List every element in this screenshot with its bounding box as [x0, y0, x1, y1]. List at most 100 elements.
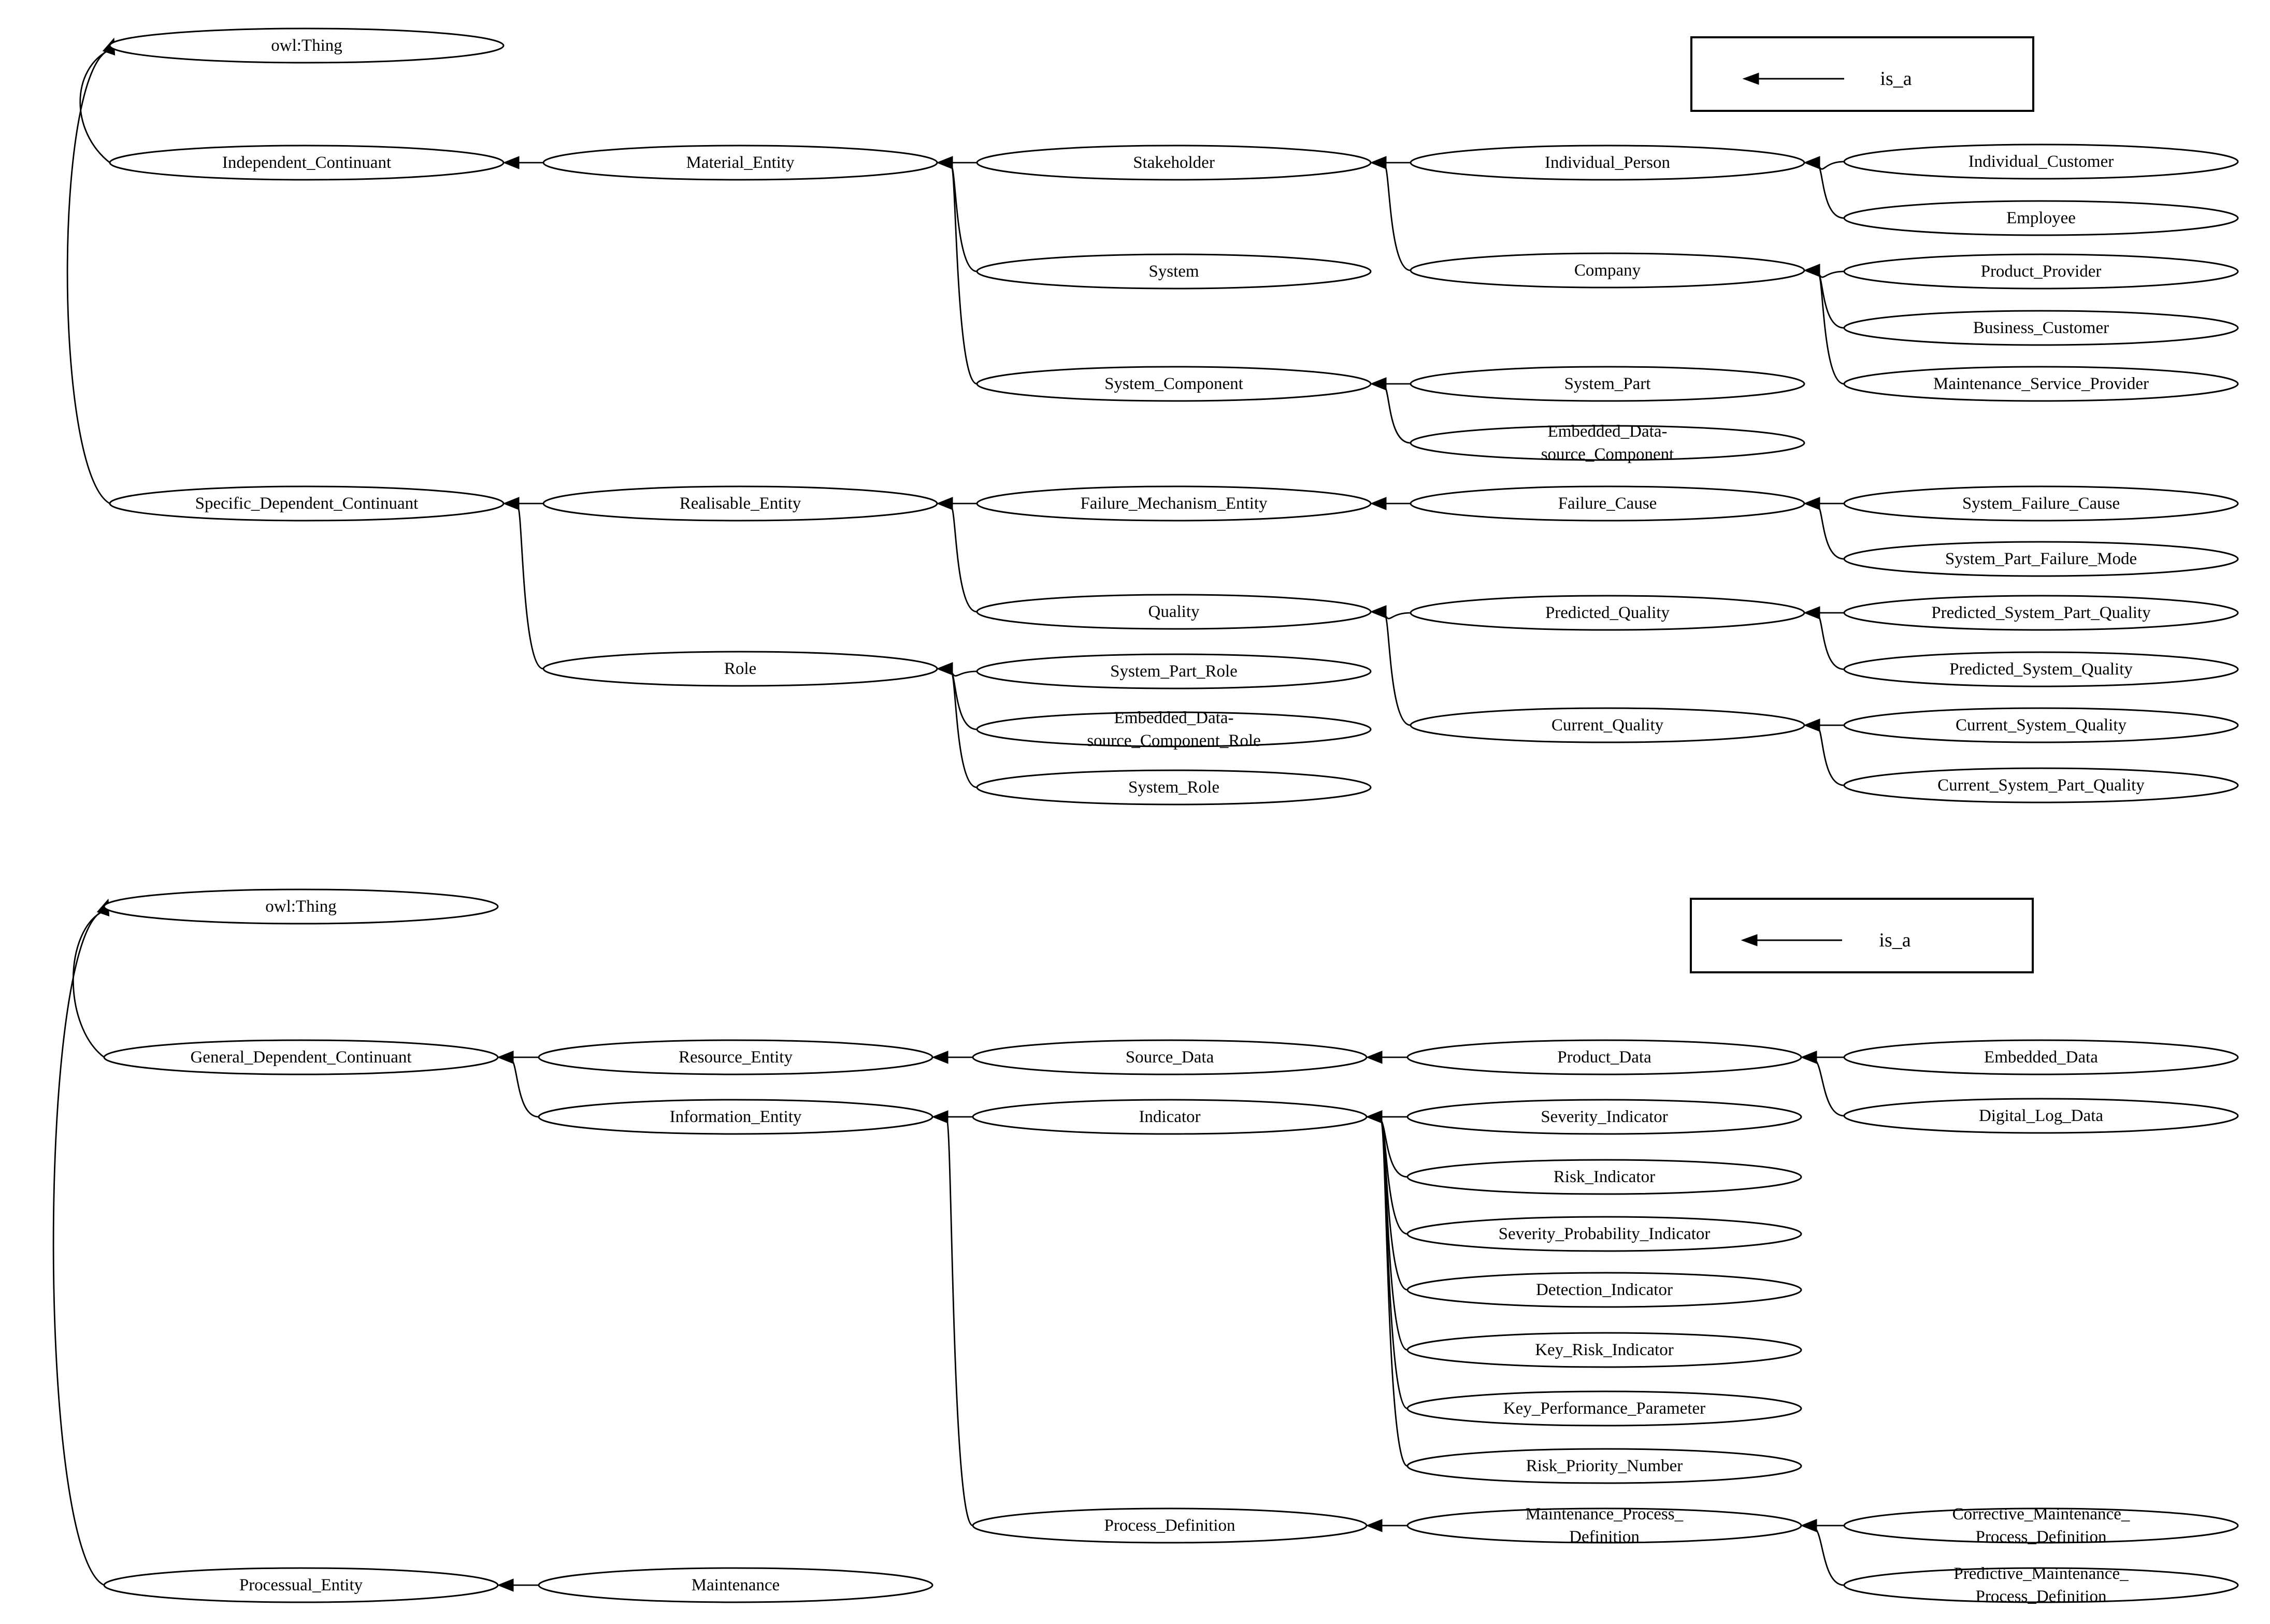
- edge-line: [1815, 1060, 1845, 1117]
- node-ellipse: [1843, 767, 2239, 803]
- edge-line: [1380, 1119, 1408, 1467]
- node-severity-indicator: Severity_Indicator: [1406, 1099, 1802, 1135]
- node-label: Employee: [2006, 209, 2076, 227]
- node-label: Current_Quality: [1551, 716, 1664, 735]
- node-maintenance-service-provider: Maintenance_Service_Provider: [1843, 366, 2239, 402]
- is-a-edge: [1366, 1519, 1407, 1532]
- edge-arrowhead: [497, 1051, 514, 1064]
- node-ellipse: [542, 651, 938, 687]
- node-ellipse: [1843, 1567, 2239, 1603]
- node-label: Risk_Priority_Number: [1526, 1457, 1683, 1475]
- is-a-edge: [1803, 156, 1845, 219]
- node-predicted-system-part-quality: Predicted_System_Part_Quality: [1843, 595, 2239, 631]
- node-predictive-maintenance-process-definition: Predictive_Maintenance_Process_Definitio…: [1843, 1564, 2239, 1606]
- node-ellipse: [103, 1567, 499, 1603]
- node-ellipse: [1410, 707, 1805, 743]
- edges-layer: [52, 37, 1845, 1592]
- node-label: Key_Performance_Parameter: [1503, 1399, 1705, 1418]
- node-ellipse: [976, 711, 1372, 748]
- edge-arrowhead: [931, 1051, 949, 1064]
- edge-line: [1818, 161, 1845, 170]
- node-general-dependent-continuant: General_Dependent_Continuant: [103, 1039, 499, 1075]
- node-label: Current_System_Part_Quality: [1937, 776, 2145, 795]
- edge-arrowhead: [1800, 1519, 1817, 1532]
- node-ellipse: [1843, 143, 2239, 180]
- node-label: Stakeholder: [1133, 153, 1215, 172]
- edge-arrowhead: [1366, 1519, 1383, 1532]
- node-system-component: System_Component: [976, 366, 1372, 402]
- node-label: Digital_Log_Data: [1979, 1106, 2103, 1125]
- is-a-edge: [497, 1051, 539, 1118]
- node-label: General_Dependent_Continuant: [190, 1048, 411, 1067]
- node-label: Predictive_Maintenance_Process_Definitio…: [1953, 1564, 2129, 1606]
- node-ellipse: [103, 888, 499, 925]
- node-key-risk-indicator: Key_Risk_Indicator: [1406, 1332, 1802, 1368]
- node-label: Predicted_System_Part_Quality: [1931, 603, 2151, 622]
- edge-arrowhead: [936, 497, 953, 510]
- is-a-edge: [1370, 605, 1411, 726]
- node-label: Product_Data: [1557, 1048, 1651, 1067]
- node-label: Maintenance_Service_Provider: [1933, 375, 2149, 393]
- node-individual-customer: Individual_Customer: [1843, 143, 2239, 180]
- edge-line: [1384, 386, 1411, 444]
- edge-line: [1384, 612, 1411, 620]
- node-label: Detection_Indicator: [1536, 1281, 1673, 1299]
- legend-box: [1690, 36, 2034, 112]
- node-employee: Employee: [1843, 200, 2239, 236]
- legend-label: is_a: [1880, 68, 1912, 90]
- node-ellipse: [1843, 1507, 2239, 1544]
- node-ellipse: [972, 1507, 1368, 1544]
- edge-line: [1380, 1119, 1408, 1351]
- node-current-quality: Current_Quality: [1410, 707, 1805, 743]
- edge-arrowhead: [936, 156, 953, 169]
- node-ellipse: [976, 485, 1372, 522]
- edge-line: [951, 671, 978, 788]
- node-label: owl:Thing: [265, 897, 337, 916]
- node-ellipse: [1843, 541, 2239, 577]
- node-system-part: System_Part: [1410, 366, 1805, 402]
- node-label: Resource_Entity: [679, 1048, 793, 1067]
- edge-arrowhead: [1803, 497, 1820, 510]
- node-ellipse: [1410, 252, 1805, 289]
- node-label: Specific_Dependent_Continuant: [195, 494, 419, 513]
- node-label: Business_Customer: [1973, 319, 2109, 337]
- is-a-edge: [1803, 497, 1845, 560]
- edge-line: [946, 1119, 973, 1527]
- node-ellipse: [976, 145, 1372, 181]
- node-label: Individual_Person: [1545, 153, 1670, 172]
- node-label: Predicted_System_Quality: [1949, 660, 2133, 679]
- is-a-edge: [1803, 718, 1845, 786]
- node-current-system-quality: Current_System_Quality: [1843, 707, 2239, 743]
- is-a-edge: [66, 37, 115, 505]
- node-source-data: Source_Data: [972, 1039, 1368, 1075]
- is-a-edge: [79, 37, 115, 164]
- edge-line: [1818, 506, 1845, 560]
- node-failure-mechanism-entity: Failure_Mechanism_Entity: [976, 485, 1372, 522]
- node-label: owl:Thing: [271, 36, 342, 55]
- node-information-entity: Information_Entity: [538, 1099, 933, 1135]
- node-detection-indicator: Detection_Indicator: [1406, 1272, 1802, 1308]
- node-independent-continuant: Independent_Continuant: [109, 145, 505, 181]
- legend-top: is_a: [1690, 36, 2034, 112]
- legend-bottom: is_a: [1690, 898, 2034, 973]
- node-ellipse: [1406, 1099, 1802, 1135]
- node-system-failure-cause: System_Failure_Cause: [1843, 485, 2239, 522]
- legend-arrow-head: [1741, 934, 1758, 946]
- node-ellipse: [976, 594, 1372, 630]
- node-label: System_Role: [1128, 778, 1219, 797]
- node-company: Company: [1410, 252, 1805, 289]
- node-label: Corrective_Maintenance_Process_Definitio…: [1952, 1505, 2130, 1546]
- node-label: System: [1148, 262, 1199, 281]
- edge-line: [511, 1060, 539, 1118]
- edge-line: [72, 910, 105, 1058]
- node-maintenance-process-definition: Maintenance_Process_Definition: [1406, 1505, 1802, 1546]
- node-label: Risk_Indicator: [1554, 1168, 1655, 1186]
- node-failure-cause: Failure_Cause: [1410, 485, 1805, 522]
- edge-arrowhead: [1803, 606, 1820, 620]
- edge-line: [1818, 728, 1845, 786]
- node-ellipse: [1843, 310, 2239, 346]
- node-ellipse: [538, 1099, 933, 1135]
- node-digital-log-data: Digital_Log_Data: [1843, 1098, 2239, 1134]
- edge-line: [517, 506, 544, 670]
